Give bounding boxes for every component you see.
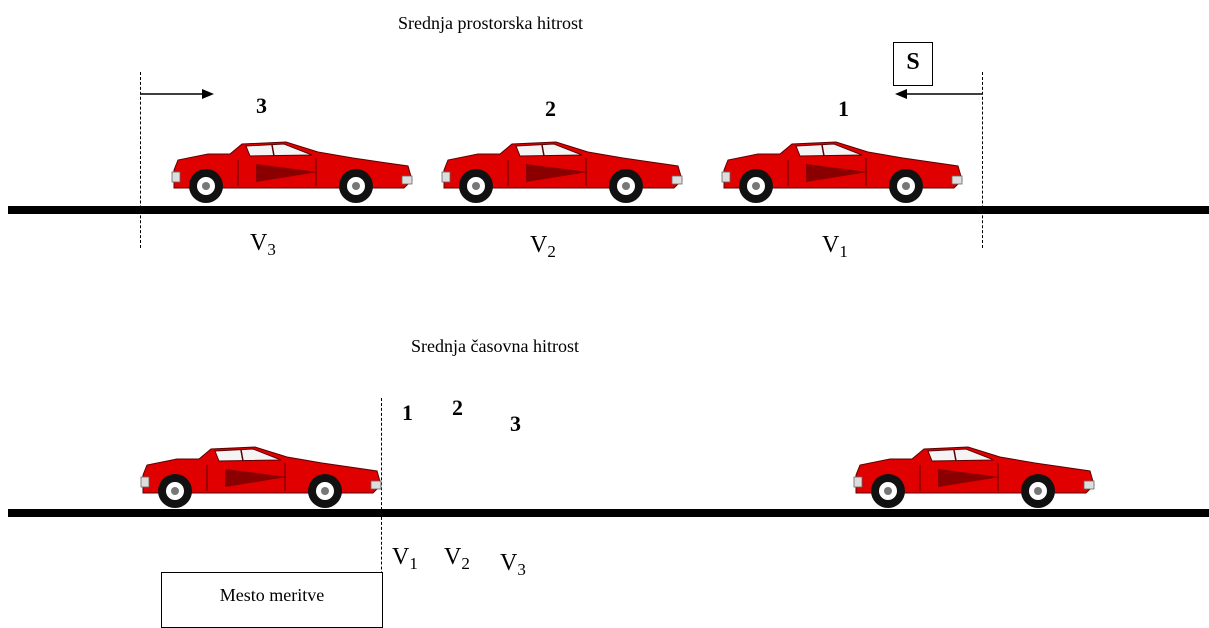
car-number-1-bottom: 1 — [402, 400, 413, 426]
car-number-3-bottom: 3 — [510, 411, 521, 437]
measure-point-box: Mesto meritve — [161, 572, 383, 628]
car-1-icon — [718, 142, 964, 206]
car-2-icon — [438, 142, 684, 206]
bottom-title: Srednja časovna hitrost — [411, 336, 579, 357]
car-right-icon — [850, 447, 1096, 511]
top-road — [8, 206, 1209, 214]
top-title: Srednja prostorska hitrost — [398, 13, 583, 34]
speed-label-v2-bottom: V2 — [444, 544, 470, 574]
car-number-2: 2 — [545, 96, 556, 122]
speed-label-v2: V2 — [530, 232, 556, 262]
right-arrow-icon — [140, 86, 220, 102]
car-number-3: 3 — [256, 93, 267, 119]
length-label: S — [894, 49, 932, 76]
left-arrow-icon — [893, 86, 983, 102]
car-number-2-bottom: 2 — [452, 395, 463, 421]
measure-point-label: Mesto meritve — [162, 585, 382, 606]
car-number-1: 1 — [838, 96, 849, 122]
speed-label-v3-bottom: V3 — [500, 550, 526, 580]
car-left-icon — [137, 447, 383, 511]
length-box: S — [893, 42, 933, 86]
speed-label-v3: V3 — [250, 230, 276, 260]
bottom-road — [8, 509, 1209, 517]
car-3-icon — [168, 142, 414, 206]
speed-label-v1-bottom: V1 — [392, 544, 418, 574]
speed-label-v1: V1 — [822, 232, 848, 262]
